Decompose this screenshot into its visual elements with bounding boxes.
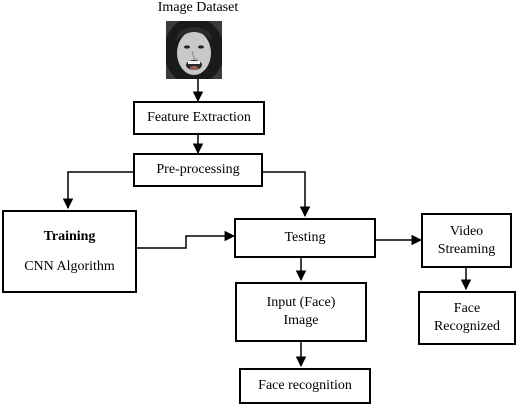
face-recognized-line2: Recognized (433, 319, 501, 334)
arrow-training-to-testing (137, 230, 236, 249)
face-recognition-box: Face recognition (239, 368, 371, 404)
arrow-preprocessing-to-training (62, 171, 133, 210)
preprocessing-label: Pre-processing (156, 162, 240, 177)
face-recognized-box: Face Recognized (418, 291, 516, 345)
testing-box: Testing (234, 218, 376, 258)
face-recognized-line1: Face (453, 301, 481, 316)
feature-extraction-label: Feature Extraction (147, 110, 251, 125)
input-face-image-line2: Image (283, 313, 319, 328)
video-streaming-line2: Streaming (437, 241, 496, 257)
training-title: Training (43, 228, 96, 244)
arrow-preprocessing-to-testing (263, 171, 311, 218)
feature-extraction-box: Feature Extraction (133, 101, 265, 135)
input-face-image-box: Input (Face) Image (235, 282, 367, 342)
video-streaming-line1: Video (449, 223, 484, 239)
preprocessing-box: Pre-processing (133, 153, 263, 187)
testing-label: Testing (284, 230, 326, 245)
face-image (166, 21, 222, 79)
training-box: Training CNN Algorithm (2, 210, 137, 293)
face-recognition-label: Face recognition (258, 378, 352, 393)
input-face-image-line1: Input (Face) (266, 295, 336, 310)
video-streaming-box: Video Streaming (421, 213, 512, 268)
training-subtitle: CNN Algorithm (24, 258, 115, 274)
dataset-title: Image Dataset (157, 0, 239, 15)
